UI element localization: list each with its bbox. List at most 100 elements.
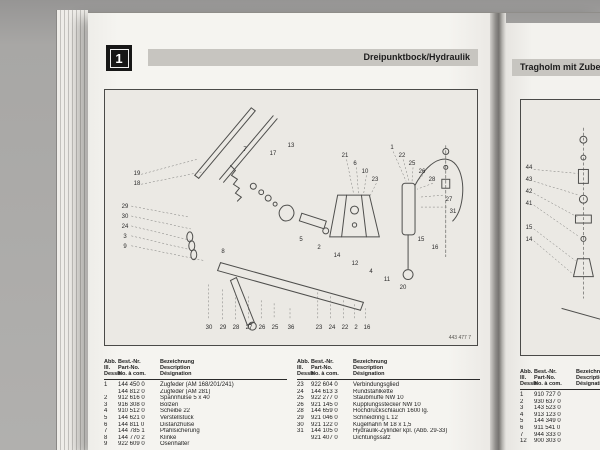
- part-abb-no: 6: [104, 421, 108, 428]
- diagram-callout: 11: [383, 277, 391, 283]
- part-order-no: 144 770 2: [118, 434, 145, 441]
- part-abb-no: 24: [297, 388, 304, 395]
- part-abb-no: 28: [297, 408, 304, 415]
- parts-header-col2: Best.-Nr.Part-No.No. à com.: [311, 359, 353, 380]
- part-description: Zugfeder (AM 168/201/241): [160, 382, 234, 388]
- part-description: Scheibe 22: [160, 408, 191, 415]
- diagram-callout: 23: [315, 325, 323, 331]
- diagram-callout: 28: [232, 325, 240, 331]
- diagram-callout: 42: [525, 189, 533, 195]
- part-description: Spannhülse 5 x 40: [160, 395, 210, 402]
- adjacent-page-title: Tragholm mit Zubehör: [520, 62, 600, 72]
- part-order-no: 930 637 0: [534, 398, 561, 405]
- diagram-callout: 1: [390, 145, 394, 151]
- part-abb-no: 5: [520, 418, 524, 425]
- diagram-callout: 2: [317, 245, 321, 251]
- part-abb-no: 30: [297, 421, 304, 428]
- diagram-callout: 29: [219, 325, 227, 331]
- diagram-callout: 30: [121, 214, 129, 220]
- diagram-callout: 16: [431, 245, 439, 251]
- diagram-callout: 15: [525, 225, 533, 231]
- part-order-no: 144 811 0: [118, 421, 145, 428]
- part-order-no: 944 333 0: [534, 431, 561, 438]
- part-description: [576, 425, 600, 432]
- parts-row: 24 144 613 3 Rundstahlkette: [297, 389, 480, 396]
- part-abb-no: 8: [104, 434, 108, 441]
- section-number-box: 1: [106, 45, 132, 71]
- diagram-callout: 7: [243, 147, 247, 153]
- part-order-no: 144 812 0: [118, 388, 145, 395]
- parts-header-col2: Best.-Nr.Part-No.No. à com.: [118, 359, 160, 380]
- diagram-callout: 21: [341, 153, 349, 159]
- part-order-no: 910 512 0: [118, 408, 145, 415]
- parts-header-col1: Abb.Ill.Dessin: [297, 359, 315, 380]
- diagram-callout: 14: [525, 237, 533, 243]
- adjacent-page-title-bar: Tragholm mit Zubehör: [512, 59, 600, 76]
- part-order-no: 922 609 0: [118, 441, 145, 448]
- part-description: Pfahlsicherung: [160, 428, 200, 435]
- diagram-callout: 25: [408, 161, 416, 167]
- part-description: Distanzhülse: [160, 421, 195, 428]
- diagram-callout: 13: [287, 143, 295, 149]
- section-number: 1: [109, 48, 129, 68]
- part-description: Kugelhahn M 18 x 1,5: [353, 421, 412, 428]
- part-abb-no: [297, 435, 311, 442]
- part-order-no: 144 105 0: [311, 428, 338, 435]
- part-abb-no: 29: [297, 414, 304, 421]
- part-order-no: 921 046 0: [311, 414, 338, 421]
- part-description: [576, 438, 600, 445]
- part-order-no: 913 123 0: [534, 411, 561, 418]
- diagram-callout: 22: [398, 153, 406, 159]
- page-title-bar: Dreipunktbock/Hydraulik: [148, 49, 478, 66]
- part-abb-no: 6: [520, 424, 524, 431]
- part-abb-no: 31: [297, 428, 304, 435]
- part-order-no: 144 785 1: [118, 428, 145, 435]
- diagram-callout: 44: [525, 165, 533, 171]
- diagram-callout: 23: [371, 177, 379, 183]
- part-order-no: 144 450 0: [118, 382, 145, 388]
- part-description: [576, 418, 600, 425]
- part-abb-no: 23: [297, 382, 304, 388]
- part-order-no: 922 277 0: [311, 395, 338, 402]
- parts-row: 6 144 811 0 Distanzhülse: [104, 422, 287, 429]
- diagram-callout: 22: [341, 325, 349, 331]
- part-description: [576, 390, 600, 399]
- part-abb-no: 12: [520, 438, 527, 445]
- part-description: Ösenhalter: [160, 441, 190, 448]
- part-order-no: 143 523 0: [534, 405, 561, 412]
- diagram-callout: 10: [361, 169, 369, 175]
- part-description: Rundstahlkette: [353, 388, 394, 395]
- part-order-no: 900 303 0: [534, 438, 561, 445]
- parts-header-col2: Best.-Nr.Part-No.No. à com.: [534, 369, 576, 390]
- diagram-callout: 41: [525, 201, 533, 207]
- diagram-callout: 20: [399, 285, 407, 291]
- diagram-callout: 17: [269, 151, 277, 157]
- part-abb-no: 1: [104, 382, 108, 388]
- diagram-callout: 27: [445, 197, 453, 203]
- part-abb-no: [104, 389, 118, 396]
- part-order-no: 144 613 3: [311, 388, 338, 395]
- part-description: [576, 432, 600, 439]
- part-order-no: 144 659 0: [311, 408, 338, 415]
- parts-row: 8 144 770 2 Klinke: [104, 435, 287, 442]
- part-description: Klinke: [160, 434, 177, 441]
